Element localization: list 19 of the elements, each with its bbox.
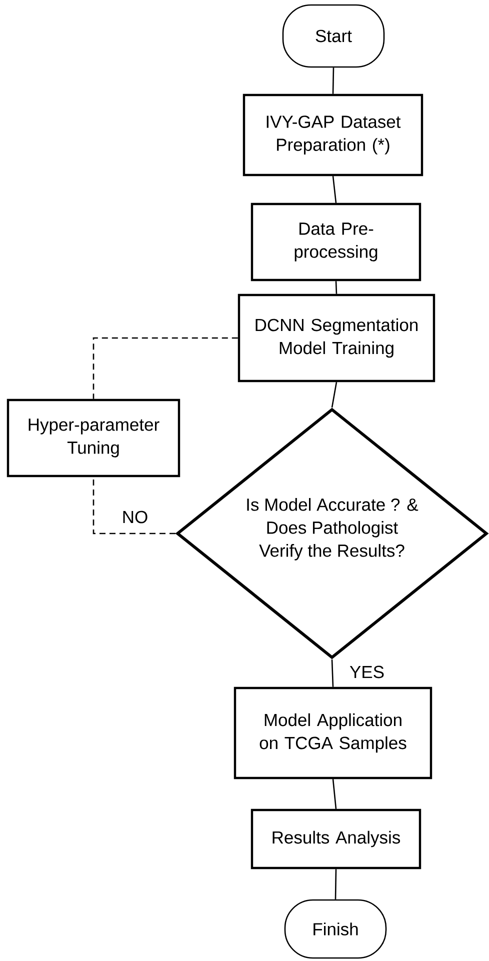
connector-line [92, 477, 176, 534]
process-box: IVY-GAP Dataset Preparation (*) [242, 94, 424, 176]
edge-label: NO [120, 510, 150, 524]
connector-line [332, 779, 337, 809]
terminal-box: Finish [284, 899, 387, 959]
connector-line [332, 176, 337, 203]
process-box: Model Application on TCGA Samples [234, 686, 432, 780]
process-box: DCNN Segmentation Model Training [238, 294, 436, 382]
edge-label: YES [348, 664, 386, 680]
connector-line [334, 869, 337, 900]
connector-line [332, 68, 334, 94]
process-box: Hyper-parameter Tuning [6, 398, 180, 478]
process-box: Results Analysis [250, 808, 422, 870]
connector-line [92, 337, 238, 399]
connector-line [331, 659, 334, 687]
terminal-box: Start [282, 4, 385, 68]
process-box: Data Pre-processing [250, 202, 422, 282]
connector-line [331, 382, 338, 408]
connector-line [335, 281, 338, 294]
